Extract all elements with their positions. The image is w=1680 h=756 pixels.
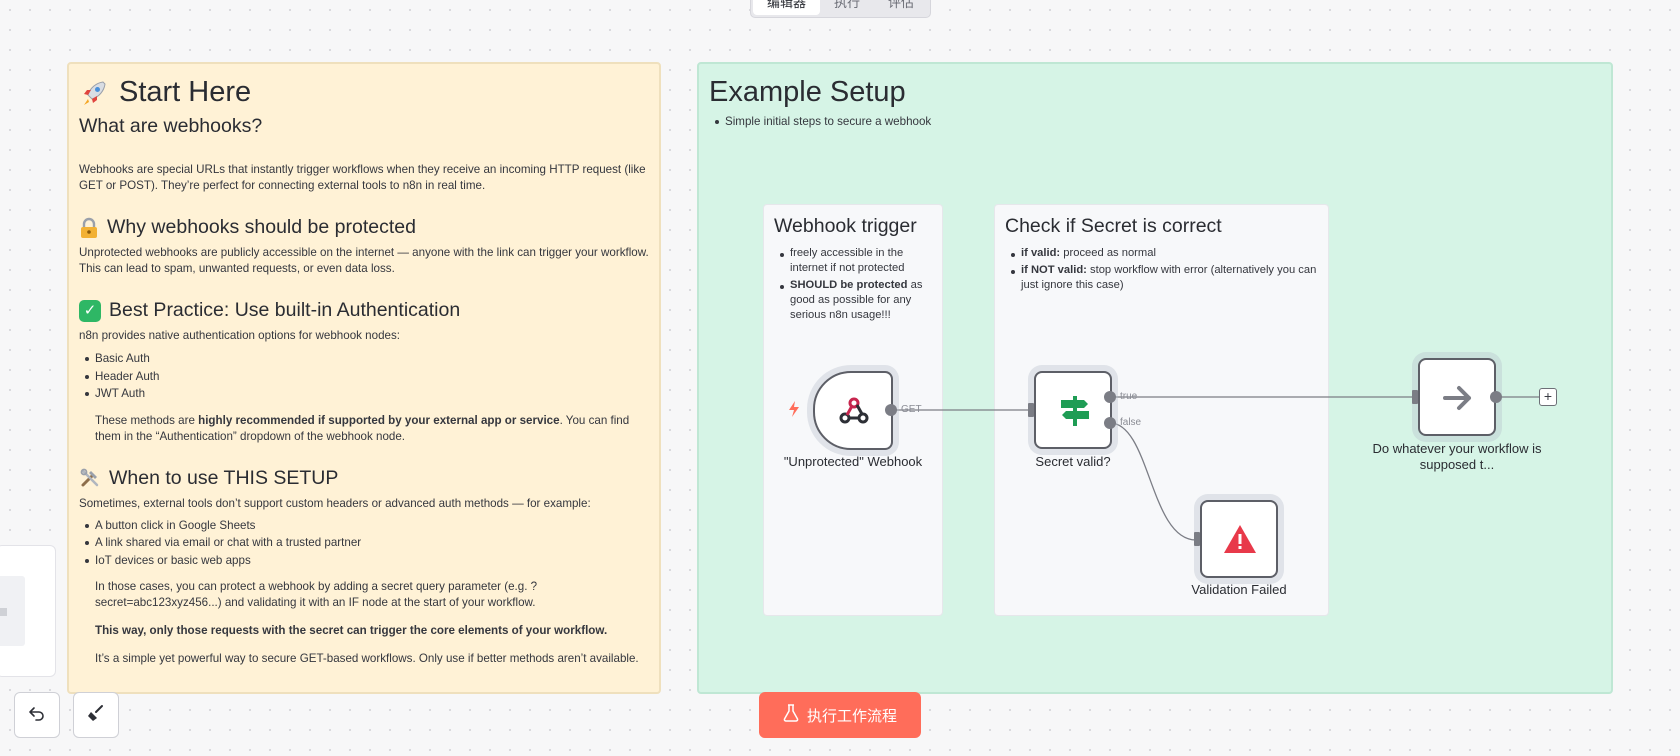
- if-false-label: false: [1120, 417, 1142, 428]
- list-item: A link shared via email or chat with a t…: [79, 534, 649, 552]
- cases-text: In those cases, you can protect a webhoo…: [95, 580, 538, 609]
- execute-workflow-button[interactable]: 执行工作流程: [759, 692, 921, 738]
- add-node-button[interactable]: +: [1539, 388, 1557, 406]
- list-item: IoT devices or basic web apps: [79, 552, 649, 570]
- methods-recommendation-text: These methods are highly recommended if …: [95, 413, 630, 443]
- list-item: freely accessible in the internet if not…: [774, 246, 932, 276]
- noop-output-port[interactable]: [1490, 391, 1502, 403]
- when-to-use-heading: When to use THIS SETUP: [79, 467, 649, 490]
- simple-text: It’s a simple yet powerful way to secure…: [95, 652, 639, 665]
- tools-icon: [79, 467, 101, 489]
- list-item: if valid: proceed as normal: [1005, 246, 1318, 261]
- tab-executions[interactable]: 执行: [834, 0, 861, 10]
- node-label-webhook: "Unprotected" Webhook: [783, 454, 923, 469]
- why-protected-text: Unprotected webhooks are publicly access…: [79, 246, 649, 275]
- example-subtitle-list: Simple initial steps to secure a webhook: [709, 113, 1601, 131]
- error-input-port[interactable]: [1194, 532, 1200, 546]
- side-panel-partial: [0, 545, 56, 677]
- warning-icon: [1223, 523, 1257, 560]
- undo-button[interactable]: [14, 692, 60, 738]
- best-practice-text: n8n provides native authentication optio…: [79, 329, 400, 342]
- webhook-trigger-title: Webhook trigger: [774, 215, 917, 237]
- node-unprotected-webhook[interactable]: [813, 371, 893, 450]
- connection-false-to-error: [1109, 422, 1197, 541]
- node-label-noop: Do whatever your workflow is supposed t.…: [1372, 441, 1542, 472]
- flask-icon: [783, 704, 799, 726]
- why-protected-heading: Why webhooks should be protected: [79, 216, 649, 239]
- list-item: JWT Auth: [79, 385, 649, 403]
- view-tabs: 编辑器 执行 评估: [750, 0, 932, 18]
- check-secret-list: if valid: proceed as normal if NOT valid…: [1005, 246, 1318, 293]
- list-item: Header Auth: [79, 368, 649, 386]
- start-here-heading: Start Here: [79, 76, 649, 109]
- check-icon: ✓: [79, 299, 101, 322]
- side-panel-handle[interactable]: [0, 608, 7, 616]
- list-item: SHOULD be protected as good as possible …: [774, 278, 932, 323]
- broom-icon: [87, 704, 105, 727]
- check-secret-title: Check if Secret is correct: [1005, 215, 1222, 237]
- tab-editor[interactable]: 编辑器: [753, 0, 821, 15]
- if-false-output-port[interactable]: [1104, 417, 1116, 429]
- undo-icon: [28, 704, 46, 727]
- if-true-label: true: [1120, 391, 1138, 402]
- tab-evaluations[interactable]: 评估: [888, 0, 915, 10]
- node-label-if: Secret valid?: [1035, 454, 1111, 469]
- signpost-icon: [1058, 393, 1092, 434]
- this-way-text: This way, only those requests with the s…: [95, 624, 608, 637]
- what-are-webhooks-heading: What are webhooks?: [79, 115, 263, 137]
- webhook-trigger-list: freely accessible in the internet if not…: [774, 246, 932, 323]
- when-to-use-title: When to use THIS SETUP: [109, 466, 339, 489]
- webhook-method-label: GET: [901, 404, 922, 415]
- lock-icon: [79, 217, 99, 239]
- node-do-whatever[interactable]: [1418, 358, 1496, 436]
- sticky-note-start-here[interactable]: Start Here What are webhooks? Webhooks a…: [67, 62, 661, 694]
- node-label-error: Validation Failed: [1191, 582, 1287, 597]
- list-item: Simple initial steps to secure a webhook: [709, 113, 1601, 131]
- if-input-port[interactable]: [1028, 403, 1034, 417]
- example-setup-title: Example Setup: [709, 76, 906, 108]
- what-are-webhooks-text: Webhooks are special URLs that instantly…: [79, 163, 646, 192]
- why-protected-title: Why webhooks should be protected: [107, 216, 416, 238]
- webhook-output-port[interactable]: [885, 404, 897, 416]
- node-secret-valid[interactable]: [1034, 371, 1112, 449]
- clear-execution-button[interactable]: [73, 692, 119, 738]
- if-true-output-port[interactable]: [1104, 391, 1116, 403]
- noop-input-port[interactable]: [1412, 390, 1418, 404]
- list-item: Basic Auth: [79, 350, 649, 368]
- arrow-right-icon: [1441, 381, 1475, 420]
- list-item: A button click in Google Sheets: [79, 517, 649, 535]
- trigger-bolt-icon: [787, 400, 801, 423]
- use-cases-list: A button click in Google Sheets A link s…: [79, 517, 649, 570]
- webhook-icon: [838, 395, 870, 432]
- rocket-icon: [79, 78, 109, 108]
- best-practice-title: Best Practice: Use built-in Authenticati…: [109, 299, 461, 321]
- auth-options-list: Basic Auth Header Auth JWT Auth: [79, 350, 649, 403]
- list-item: if NOT valid: stop workflow with error (…: [1005, 263, 1318, 293]
- execute-workflow-label: 执行工作流程: [806, 707, 897, 725]
- best-practice-heading: ✓ Best Practice: Use built-in Authentica…: [79, 299, 649, 322]
- start-here-title: Start Here: [119, 76, 252, 108]
- when-to-use-text: Sometimes, external tools don’t support …: [79, 496, 591, 510]
- node-validation-failed[interactable]: [1200, 500, 1278, 578]
